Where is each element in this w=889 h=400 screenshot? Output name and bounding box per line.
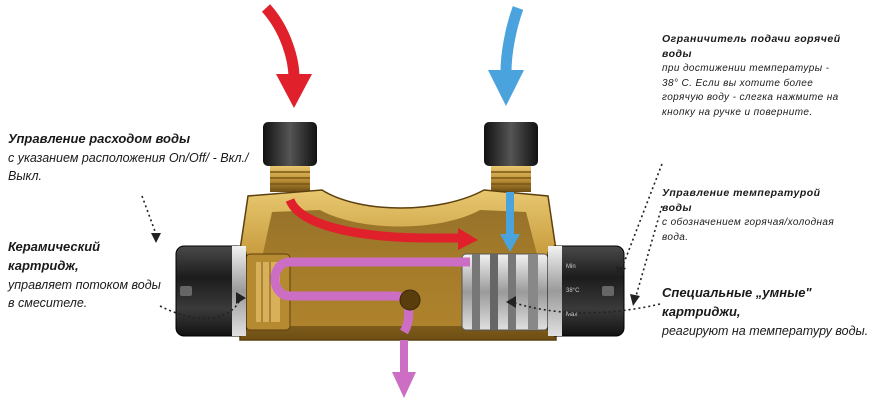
mixed-outlet-arrow (392, 340, 416, 398)
hot-flow-arrow (285, 197, 462, 243)
leader-temp-control-head (630, 294, 640, 306)
leader-smart-cartridge (511, 301, 661, 314)
hot-inlet-arrow (261, 4, 312, 108)
smart-cartridges-note: Специальные „умные" картриджи, реагируют… (662, 284, 882, 340)
hot-limiter-title: Ограничитель подачи горячей воды (662, 33, 841, 61)
ceramic-cartridge-text: управляет потоком воды в смесителе. (8, 277, 161, 310)
svg-text:Max: Max (566, 312, 577, 318)
flow-control-note: Управление расходом воды с указанием рас… (8, 130, 254, 185)
cold-inlet-connector (484, 122, 538, 192)
svg-text:38°C: 38°C (566, 288, 580, 294)
flow-control-handle[interactable] (175, 245, 247, 337)
smart-thermostatic-cartridge (461, 253, 549, 331)
temperature-control-handle[interactable]: Min 38°C Max (547, 245, 625, 337)
temp-control-text: с обозначением горячая/холодная вода. (662, 217, 835, 243)
leader-flow-control (141, 195, 157, 235)
hot-limiter-note: Ограничитель подачи горячей воды при дос… (662, 32, 846, 120)
leader-ceramic-head (236, 292, 246, 304)
ceramic-cartridge-title: Керамический картридж, (8, 239, 101, 273)
svg-text:Min: Min (566, 264, 576, 270)
leader-temp-control (635, 205, 663, 297)
leader-smart-cartridge-head (506, 296, 516, 308)
hot-inlet-connector (263, 122, 317, 192)
smart-cartridges-text: реагируют на температуру воды. (662, 323, 869, 338)
hot-flow-arrowhead (458, 228, 478, 250)
leader-flow-control-head (151, 233, 161, 243)
cold-flow-arrowhead (500, 234, 520, 252)
leader-hot-limiter-head (616, 266, 626, 278)
temp-control-note: Управление температурой воды с обозначен… (662, 186, 846, 245)
smart-cartridges-title: Специальные „умные" картриджи, (662, 285, 812, 319)
cold-inlet-arrow (488, 6, 524, 106)
body-port-hole (399, 289, 421, 311)
flow-control-text: с указанием расположения On/Off/ - Вкл./… (8, 150, 249, 183)
mixed-flow-arrow (270, 257, 470, 335)
temp-control-title: Управление температурой воды (662, 187, 821, 215)
flow-control-title: Управление расходом воды (8, 131, 191, 146)
hot-limiter-text: при достижении температуры - 38° С. Если… (662, 63, 839, 118)
leader-hot-limiter (621, 163, 663, 269)
ceramic-cartridge-note: Керамический картридж, управляет потоком… (8, 238, 168, 312)
